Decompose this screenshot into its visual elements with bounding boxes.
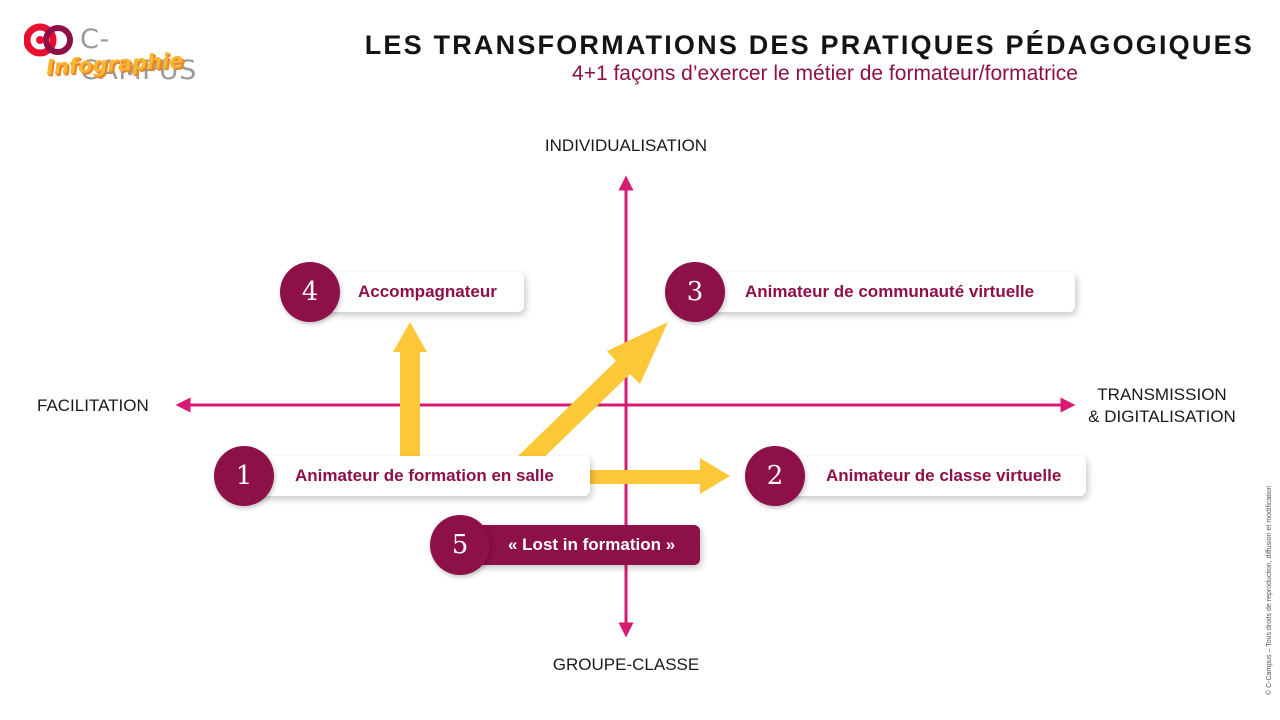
- role-label: Animateur de classe virtuelle: [826, 466, 1062, 485]
- axis-label-transmission: TRANSMISSION & DIGITALISATION: [1072, 384, 1252, 428]
- arrow-to-accompagnateur: [393, 322, 427, 457]
- role-label: Accompagnateur: [358, 282, 497, 301]
- role-card-lost-in-formation: « Lost in formation »: [460, 525, 700, 565]
- role-card-communaute-virtuelle: Animateur de communauté virtuelle: [695, 272, 1075, 312]
- role-badge-3: 3: [665, 262, 725, 322]
- page-title: LES TRANSFORMATIONS DES PRATIQUES PÉDAGO…: [364, 30, 1254, 60]
- role-badge-2: 2: [745, 446, 805, 506]
- page-subtitle: 4+1 façons d’exercer le métier de format…: [572, 62, 1078, 85]
- role-badge-5: 5: [430, 515, 490, 575]
- arrow-to-communaute-virtuelle: [517, 322, 668, 470]
- axis-label-facilitation: FACILITATION: [37, 396, 149, 415]
- role-badge-4: 4: [280, 262, 340, 322]
- copyright-notice: © C-Campus – Tous droits de reproduction…: [1266, 485, 1273, 695]
- c-campus-logo-icon: [24, 23, 73, 57]
- axis-label-transmission-line1: TRANSMISSION: [1097, 385, 1227, 404]
- axis-label-individualisation: INDIVIDUALISATION: [544, 136, 708, 155]
- role-label: Animateur de formation en salle: [295, 466, 554, 485]
- role-card-classe-virtuelle: Animateur de classe virtuelle: [776, 456, 1086, 496]
- role-badge-1: 1: [214, 446, 274, 506]
- role-card-accompagnateur: Accompagnateur: [310, 272, 524, 312]
- axis-label-transmission-line2: & DIGITALISATION: [1088, 407, 1236, 426]
- arrow-to-classe-virtuelle: [590, 458, 730, 494]
- role-label: Animateur de communauté virtuelle: [745, 282, 1035, 301]
- axis-label-groupe-classe: GROUPE-CLASSE: [552, 655, 700, 674]
- role-card-formation-en-salle: Animateur de formation en salle: [244, 456, 590, 496]
- c-campus-logo: C-CAMPUS Infographie: [24, 22, 224, 92]
- role-label: « Lost in formation »: [508, 535, 676, 554]
- brand-name: C-CAMPUS: [80, 24, 197, 86]
